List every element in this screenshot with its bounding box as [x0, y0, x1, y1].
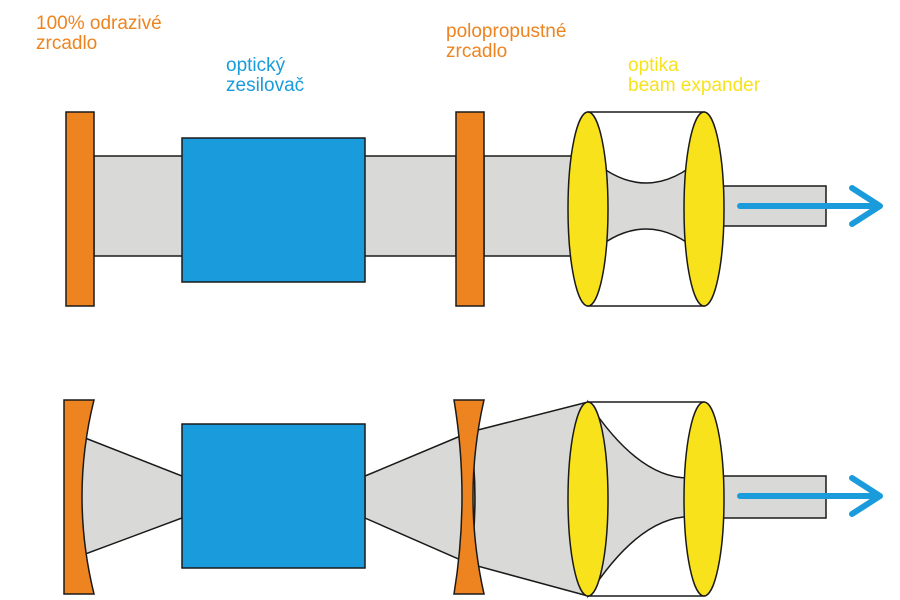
bottom-beam-left: [74, 434, 183, 558]
label-mirror-full-line2: zrcadlo: [36, 33, 98, 54]
label-mirror-partial: polopropustné zrcadlo: [446, 22, 566, 62]
bottom-lens-left: [567, 401, 609, 597]
label-mirror-full: 100% odrazivé zrcadlo: [36, 14, 162, 54]
bottom-arrow-right-icon: [737, 475, 883, 517]
bottom-amplifier: [181, 423, 366, 569]
label-amplifier-line1: optický: [226, 55, 286, 76]
top-lens-left: [567, 111, 609, 307]
top-lens-right: [683, 111, 725, 307]
label-expander: optika beam expander: [628, 56, 760, 96]
top-resonator: [65, 111, 827, 307]
bottom-mirror-partial: [453, 399, 485, 595]
top-amplifier: [181, 137, 366, 283]
top-arrow-right-icon: [737, 185, 883, 227]
top-mirror-partial: [455, 111, 485, 307]
label-mirror-partial-line1: polopropustné: [446, 21, 567, 42]
bottom-lens-right: [683, 401, 725, 597]
label-mirror-partial-line2: zrcadlo: [446, 41, 508, 62]
bottom-resonator: [63, 399, 827, 599]
bottom-beam-mid: [364, 430, 476, 566]
label-expander-line1: optika: [628, 55, 679, 76]
label-amplifier: optický zesilovač: [226, 56, 304, 96]
top-mirror-full: [65, 111, 95, 307]
label-expander-line2: beam expander: [628, 75, 761, 96]
label-amplifier-line2: zesilovač: [226, 75, 305, 96]
bottom-mirror-full: [63, 399, 95, 595]
label-mirror-full-line1: 100% odrazivé: [36, 13, 162, 34]
